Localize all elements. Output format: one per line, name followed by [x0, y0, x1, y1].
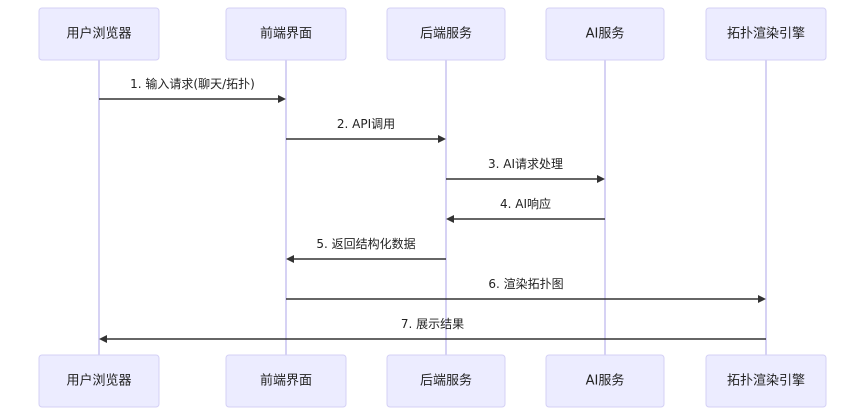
arrow-head-icon [278, 95, 286, 103]
actor-box [225, 354, 347, 408]
actor-label: AI服务 [586, 26, 625, 42]
actor-label: 拓扑渲染引擎 [727, 27, 805, 42]
actor-label: AI服务 [586, 373, 625, 389]
actor-top-ai: AI服务 [545, 7, 665, 61]
message-label: 7. 展示结果 [401, 317, 464, 331]
actors-top: 用户浏览器 前端界面 后端服务 AI服务 拓扑渲染引擎 [38, 7, 827, 61]
message-label: 6. 渲染拓扑图 [488, 276, 563, 291]
actor-box [545, 7, 665, 61]
actors-bottom: 用户浏览器 前端界面 后端服务 AI服务 拓扑渲染引擎 [38, 354, 827, 408]
actor-bottom-browser: 用户浏览器 [38, 354, 160, 408]
arrow-head-icon [438, 135, 446, 143]
actor-top-browser: 用户浏览器 [38, 7, 160, 61]
actor-box [38, 7, 160, 61]
actor-bottom-backend: 后端服务 [386, 354, 506, 408]
message-2: 2. API调用 [286, 117, 446, 143]
arrow-head-icon [99, 335, 107, 343]
actor-box [386, 354, 506, 408]
message-label: 5. 返回结构化数据 [316, 236, 415, 251]
arrow-head-icon [758, 295, 766, 303]
arrow-head-icon [286, 255, 294, 263]
actor-box [225, 7, 347, 61]
actor-label: 前端界面 [260, 373, 312, 389]
actor-top-topo: 拓扑渲染引擎 [705, 7, 827, 61]
actor-label: 拓扑渲染引擎 [727, 374, 805, 389]
message-label: 3. AI请求处理 [488, 157, 563, 171]
message-label: 2. API调用 [337, 117, 395, 131]
actor-box [386, 7, 506, 61]
arrow-head-icon [597, 175, 605, 183]
actor-label: 用户浏览器 [66, 26, 131, 42]
messages: 1. 输入请求(聊天/拓扑) 2. API调用 3. AI请求处理 4. AI响应 5.… [99, 76, 766, 343]
actor-box [705, 354, 827, 408]
message-6: 6. 渲染拓扑图 [286, 276, 766, 303]
message-4: 4. AI响应 [446, 196, 605, 223]
actor-box [545, 354, 665, 408]
message-3: 3. AI请求处理 [446, 157, 605, 183]
actor-bottom-ai: AI服务 [545, 354, 665, 408]
actor-box [705, 7, 827, 61]
message-1: 1. 输入请求(聊天/拓扑) [99, 76, 286, 103]
actor-label: 后端服务 [420, 373, 472, 389]
actor-top-backend: 后端服务 [386, 7, 506, 61]
actor-label: 前端界面 [260, 26, 312, 42]
message-7: 7. 展示结果 [99, 317, 766, 343]
message-5: 5. 返回结构化数据 [286, 236, 446, 263]
arrow-head-icon [446, 215, 454, 223]
actor-bottom-frontend: 前端界面 [225, 354, 347, 408]
message-label: 1. 输入请求(聊天/拓扑) [130, 76, 255, 91]
actor-bottom-topo: 拓扑渲染引擎 [705, 354, 827, 408]
message-label: 4. AI响应 [500, 196, 551, 211]
actor-label: 后端服务 [420, 26, 472, 42]
lifelines [98, 60, 767, 355]
actor-top-frontend: 前端界面 [225, 7, 347, 61]
actor-label: 用户浏览器 [66, 373, 131, 389]
actor-box [38, 354, 160, 408]
